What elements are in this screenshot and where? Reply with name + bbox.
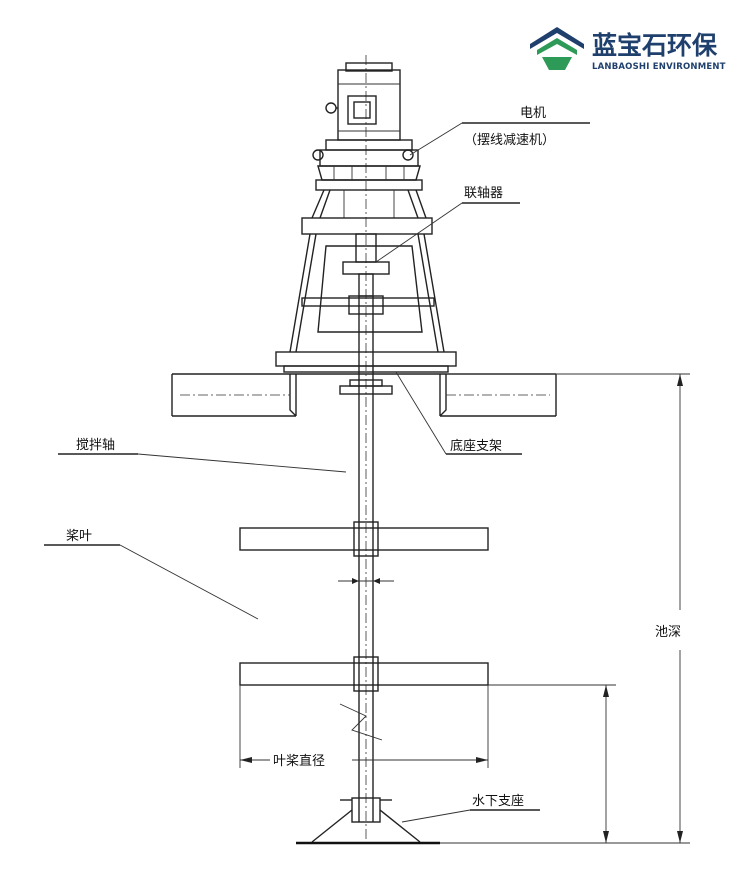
underwater-support [296, 797, 440, 845]
label-shaft: 搅拌轴 [76, 437, 115, 453]
upper-blade [239, 521, 489, 557]
tank-depth-dimension [440, 373, 690, 844]
leader-blade [44, 544, 259, 620]
motor [325, 62, 401, 141]
blade-diameter-dimension [239, 685, 489, 768]
label-underwater-support: 水下支座 [472, 794, 524, 809]
brand-logo: 蓝宝石环保 LANBAOSHI ENVIRONMENT [530, 27, 726, 72]
label-motor: 电机 [520, 106, 546, 121]
reducer [312, 139, 423, 191]
lower-blade [239, 656, 489, 692]
coupling [342, 233, 390, 315]
label-tank-depth: 池深 [655, 625, 681, 640]
label-base-support: 底座支架 [450, 438, 502, 454]
label-coupling: 联轴器 [464, 186, 503, 201]
leader-coupling [375, 202, 520, 263]
brand-name-en: LANBAOSHI ENVIRONMENT [592, 62, 726, 72]
agitator-shaft [358, 296, 374, 822]
shaft-diameter-mark [338, 578, 394, 584]
leader-motor [409, 122, 590, 156]
break-line [339, 703, 383, 741]
leader-base-support [395, 371, 522, 455]
motor-stand [275, 189, 457, 373]
blade-height-dimension [488, 684, 616, 843]
shaft-flange [339, 379, 393, 395]
leader-underwater-support [401, 809, 540, 823]
label-blade: 桨叶 [66, 528, 92, 544]
leader-shaft [58, 453, 347, 473]
label-reducer: （摆线减速机） [464, 133, 555, 148]
brand-name-cn: 蓝宝石环保 [592, 31, 718, 60]
label-blade-diameter: 叶桨直径 [273, 753, 325, 769]
house-logo-icon [530, 27, 584, 70]
